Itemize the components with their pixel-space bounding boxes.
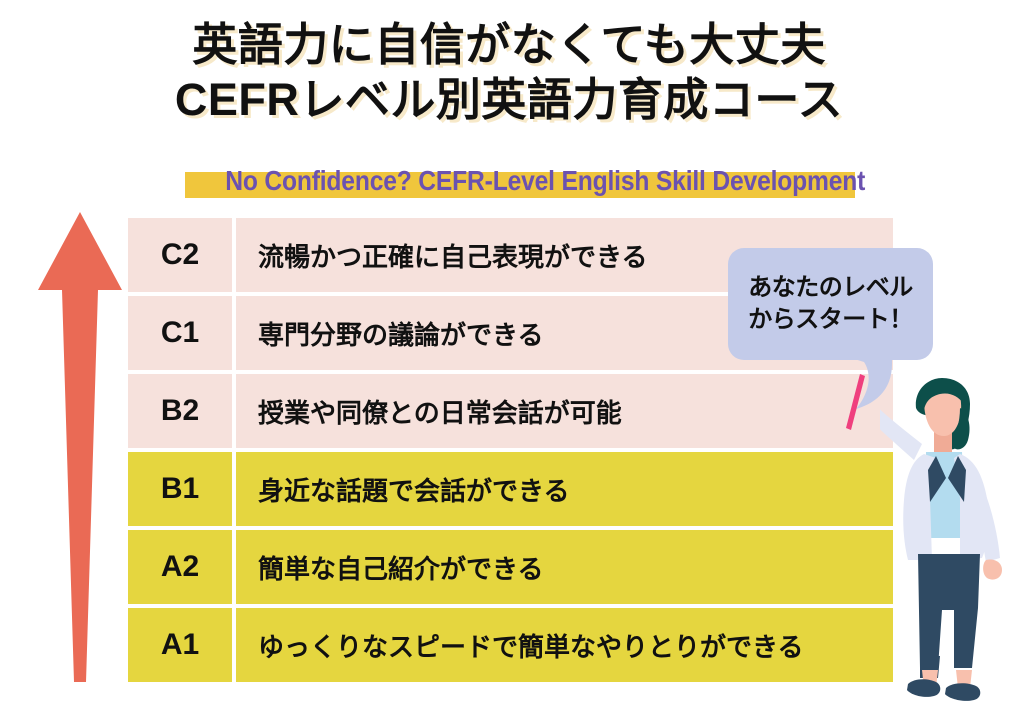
table-row: A1 ゆっくりなスピードで簡単なやりとりができる bbox=[128, 608, 893, 682]
speech-bubble-line-1: あなたのレベル bbox=[748, 274, 913, 302]
teacher-illustration bbox=[854, 378, 1018, 705]
level-code: B2 bbox=[128, 374, 232, 448]
speech-bubble: あなたのレベル からスタート！ bbox=[728, 248, 933, 360]
table-row: B2 授業や同僚との日常会話が可能 bbox=[128, 374, 893, 448]
level-description: ゆっくりなスピードで簡単なやりとりができる bbox=[236, 608, 893, 682]
subtitle-highlight-bar bbox=[185, 172, 855, 198]
level-code: C1 bbox=[128, 296, 232, 370]
table-row: B1 身近な話題で会話ができる bbox=[128, 452, 893, 526]
subtitle-text: No Confidence? CEFR-Level English Skill … bbox=[225, 165, 866, 196]
level-code: B1 bbox=[128, 452, 232, 526]
speech-bubble-line-2: からスタート！ bbox=[748, 306, 913, 333]
level-code: A1 bbox=[128, 608, 232, 682]
table-row: A2 簡単な自己紹介ができる bbox=[128, 530, 893, 604]
pointer-stick-icon bbox=[838, 372, 898, 442]
subtitle-banner: No Confidence? CEFR-Level English Skill … bbox=[185, 162, 866, 202]
page-title-line-2: CEFRレベル別英語力育成コース bbox=[174, 73, 844, 125]
level-code: C2 bbox=[128, 218, 232, 292]
page-title: 英語力に自信がなくても大丈夫 CEFRレベル別英語力育成コース bbox=[0, 18, 1018, 128]
speech-bubble-text: あなたのレベル からスタート！ bbox=[728, 248, 933, 360]
cefr-level-table: C2 流暢かつ正確に自己表現ができる C1 専門分野の議論ができる B2 授業や… bbox=[128, 218, 893, 682]
page-title-line-1: 英語力に自信がなくても大丈夫 bbox=[192, 19, 826, 70]
upward-growth-arrow bbox=[38, 212, 122, 682]
speech-bubble-tail bbox=[830, 352, 910, 410]
level-description: 授業や同僚との日常会話が可能 bbox=[236, 374, 893, 448]
level-description: 簡単な自己紹介ができる bbox=[236, 530, 893, 604]
level-description: 身近な話題で会話ができる bbox=[236, 452, 893, 526]
level-code: A2 bbox=[128, 530, 232, 604]
